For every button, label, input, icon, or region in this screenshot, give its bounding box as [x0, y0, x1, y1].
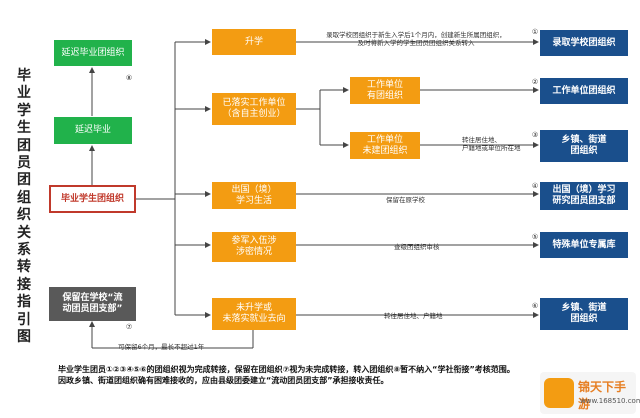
- work-has-org-node: 工作单位 有团组织: [350, 77, 420, 104]
- military-node: 参军入伍涉 涉密情况: [212, 232, 296, 262]
- site-watermark: 锦天下手游 www.168510.com: [540, 372, 640, 414]
- circle-number-2: ②: [531, 78, 539, 86]
- watermark-url: www.168510.com: [580, 397, 640, 405]
- keep-duration-label: 可保留6个月，最长不超过1年: [118, 343, 205, 351]
- site-logo-icon: [544, 378, 574, 408]
- target-abroad-branch-node: 出国（境）学习 研究团员团支部: [540, 182, 628, 210]
- keep-at-school-node: 保留在学校“流 动团员团支部”: [49, 287, 136, 321]
- no-org-transfer-label: 转往居住地、 户籍地或单位所在地: [462, 136, 521, 152]
- abroad-keep-label: 保留在原学校: [386, 196, 425, 204]
- footer-notes: 毕业学生团员①②③④⑤⑥的团组织视为完成转接，保留在团组织⑦视为未完成转接，转入…: [58, 364, 548, 386]
- page-title: 毕业学生团员团组织关系转接指引图: [17, 68, 31, 346]
- unemployed-transfer-label: 转往居住地、户籍地: [384, 312, 443, 320]
- delay-graduation-org-node: 延迟毕业团组织: [54, 40, 132, 66]
- graduate-student-org-node: 毕业学生团组织: [49, 185, 136, 213]
- work-no-org-node: 工作单位 未建团组织: [350, 132, 420, 159]
- further-study-node: 升学: [212, 29, 296, 55]
- school-transfer-label: 录取学校团组织于新生入学后1个月内，创建新生所属团组织， 及时将新入学的学生团员…: [326, 31, 506, 47]
- delay-graduation-node: 延迟毕业: [54, 117, 132, 144]
- unemployed-node: 未升学或 未落实就业去向: [212, 298, 296, 330]
- circle-number-7: ⑦: [125, 323, 133, 331]
- target-school-org-node: 录取学校团组织: [540, 30, 628, 56]
- abroad-node: 出国（境） 学习生活: [212, 182, 296, 209]
- military-review-label: 查级团组织审核: [394, 243, 440, 251]
- circle-number-6: ⑥: [531, 302, 539, 310]
- employed-node: 已落实工作单位 （含自主创业）: [212, 93, 296, 125]
- footer-line-1: 毕业学生团员①②③④⑤⑥的团组织视为完成转接，保留在团组织⑦视为未完成转接，转入…: [58, 365, 515, 374]
- circle-number-3: ③: [531, 131, 539, 139]
- circle-number-1: ①: [531, 28, 539, 36]
- target-special-library-node: 特殊单位专属库: [540, 232, 628, 258]
- circle-number-8: ⑧: [125, 74, 133, 82]
- watermark-title: 锦天下手游: [578, 380, 627, 411]
- target-town-org-node-2: 乡镇、街道 团组织: [540, 298, 628, 330]
- footer-line-2: 因政乡镇、街道团组织确有困难接收的，应由县级团委建立“流动团员团支部”承担接收责…: [58, 376, 389, 385]
- target-work-org-node: 工作单位团组织: [540, 78, 628, 104]
- circle-number-5: ⑤: [531, 233, 539, 241]
- circle-number-4: ④: [531, 182, 539, 190]
- target-town-org-node: 乡镇、街道 团组织: [540, 130, 628, 162]
